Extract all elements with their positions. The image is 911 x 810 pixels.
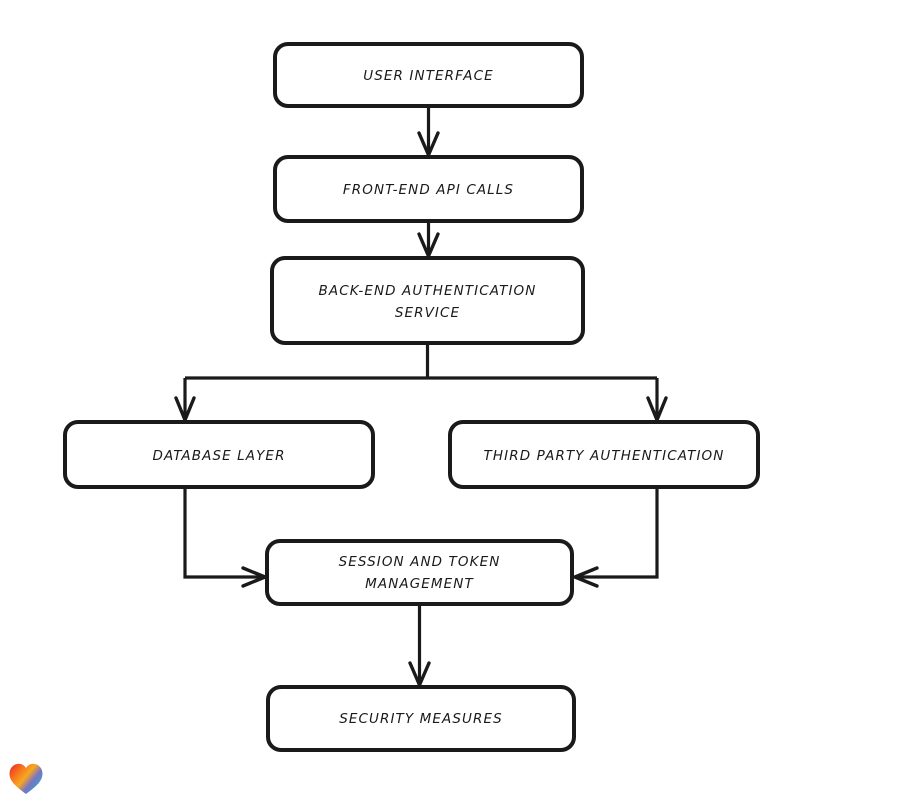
node-database-layer-shape[interactable] (63, 420, 375, 489)
node-security-measures[interactable]: SECURITY MEASURES (266, 685, 576, 752)
node-front-end-api-calls-label: FRONT-END API CALLS (343, 182, 514, 198)
edge-api-to-backend (417, 221, 440, 258)
edge-backend-to-thirdparty (646, 378, 668, 422)
node-third-party-authentication[interactable]: THIRD PARTY AUTHENTICATION (448, 420, 760, 489)
node-third-party-authentication-label: THIRD PARTY AUTHENTICATION (484, 448, 725, 464)
node-session-and-token-management-label-line2: MANAGEMENT (365, 576, 474, 592)
node-back-end-authentication-service[interactable]: BACK-END AUTHENTICATION SERVICE (270, 256, 585, 345)
edge-layer (174, 106, 668, 687)
edge-ui-to-api (417, 106, 440, 157)
node-session-and-token-management-label-line1: SESSION AND TOKEN (339, 554, 501, 570)
node-session-and-token-management-shape[interactable] (265, 539, 574, 606)
node-third-party-authentication-shape[interactable] (448, 420, 760, 489)
edge-backend-split (185, 343, 657, 380)
node-front-end-api-calls[interactable]: FRONT-END API CALLS (273, 155, 584, 223)
node-security-measures-label: SECURITY MEASURES (339, 711, 503, 727)
node-front-end-api-calls-shape[interactable] (273, 155, 584, 223)
node-user-interface-shape[interactable] (273, 42, 584, 108)
edge-database-to-session (183, 487, 267, 588)
node-session-and-token-management[interactable]: SESSION AND TOKEN MANAGEMENT (265, 539, 574, 606)
node-back-end-authentication-service-label-line1: BACK-END AUTHENTICATION (319, 283, 537, 299)
node-database-layer-label: DATABASE LAYER (152, 448, 285, 464)
node-user-interface[interactable]: USER INTERFACE (273, 42, 584, 108)
heart-icon (9, 763, 43, 794)
edge-thirdparty-to-session (573, 487, 659, 588)
edge-backend-to-database (174, 378, 196, 422)
node-layer: USER INTERFACE FRONT-END API CALLS BACK-… (63, 42, 760, 752)
node-security-measures-shape[interactable] (266, 685, 576, 752)
node-back-end-authentication-service-label-line2: SERVICE (395, 305, 460, 321)
edge-session-to-security (408, 604, 431, 687)
node-back-end-authentication-service-shape[interactable] (270, 256, 585, 345)
node-user-interface-label: USER INTERFACE (363, 68, 493, 84)
node-database-layer[interactable]: DATABASE LAYER (63, 420, 375, 489)
